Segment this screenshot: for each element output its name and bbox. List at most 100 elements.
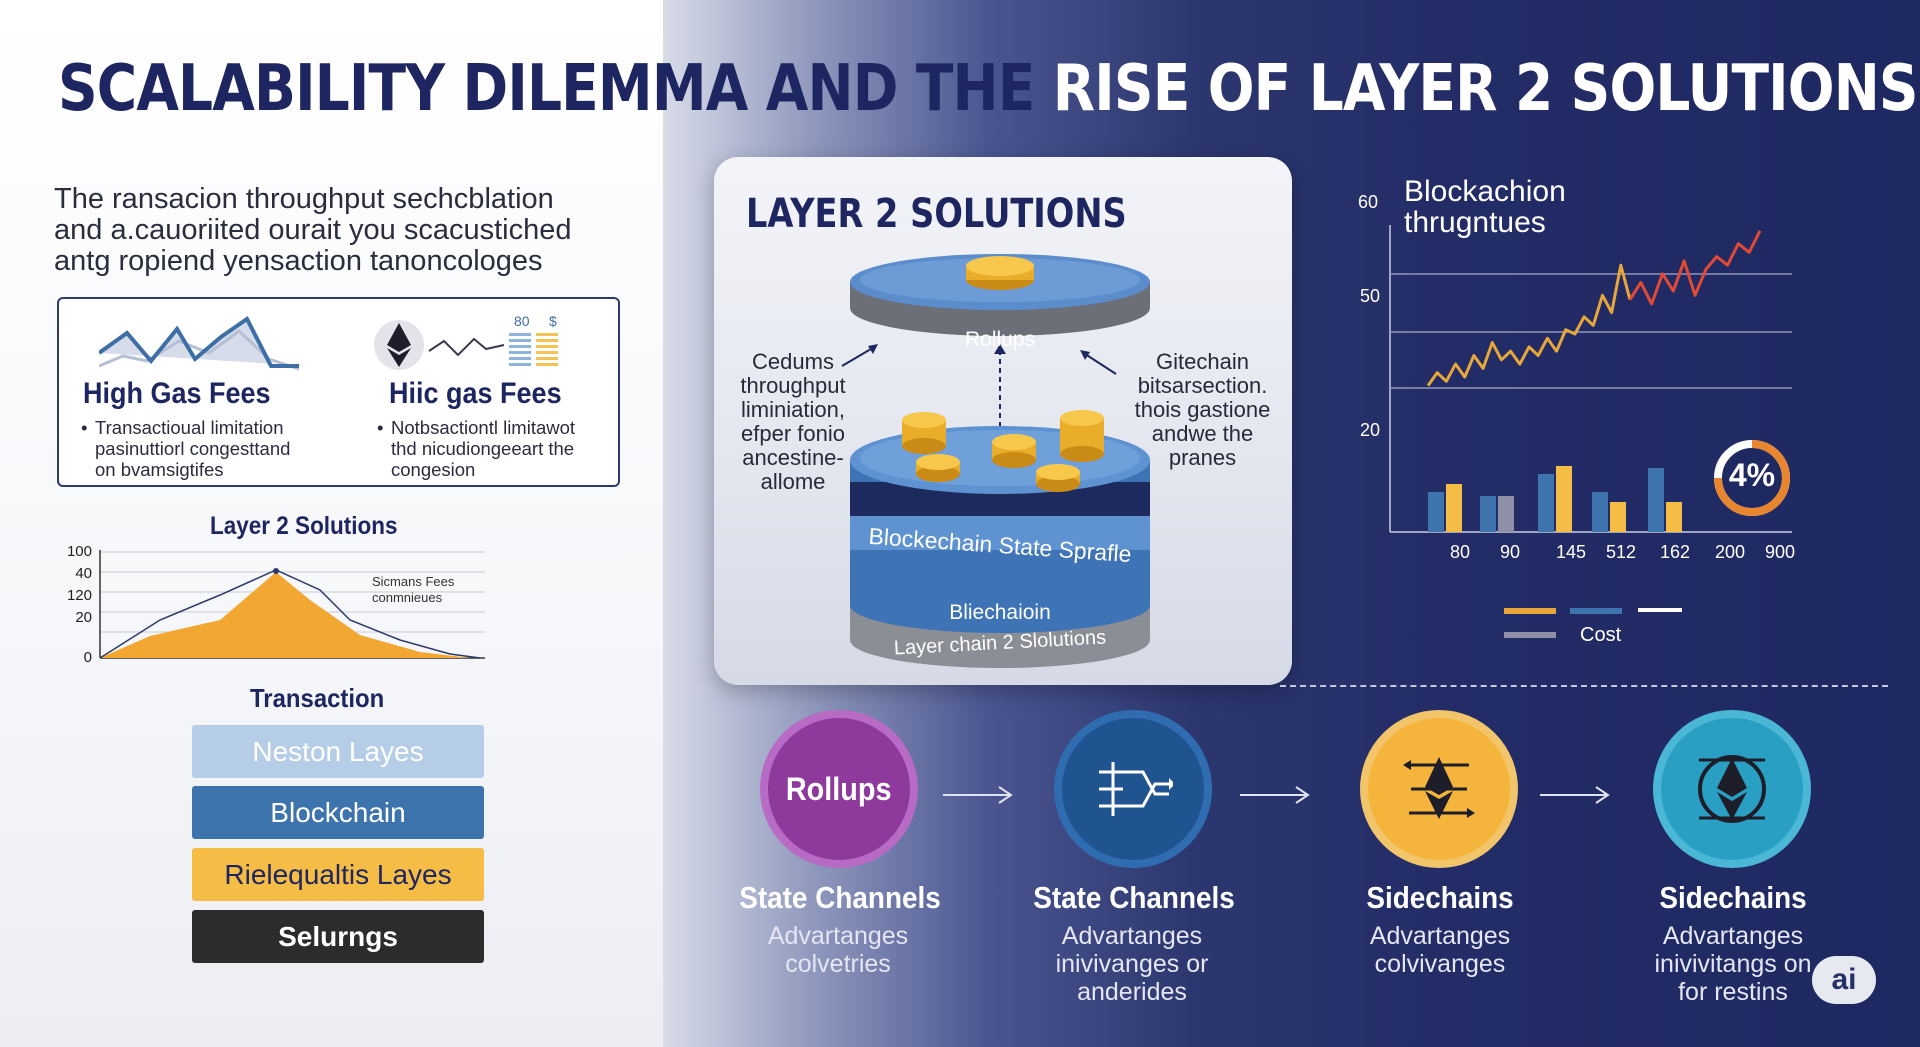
list-item: pasinuttiorl congesttand	[95, 438, 291, 459]
flow-arrow-icon	[1240, 786, 1310, 804]
area-chart-y-ticks: 100 40 120 20 0	[60, 541, 92, 669]
bar	[1610, 502, 1626, 532]
series-line	[1628, 230, 1762, 306]
series-line	[1426, 263, 1632, 387]
intro-text: The ransacion throughput sechcblation an…	[54, 184, 644, 277]
flow-arrow-icon	[943, 786, 1013, 804]
solution-circle-sidechain-a	[1360, 710, 1518, 868]
flow-arrow-icon	[1540, 786, 1610, 804]
fees-small-value: $	[549, 313, 557, 329]
annotation-line: Sicmans Fees	[372, 574, 455, 589]
x-tick: 80	[1450, 542, 1471, 562]
x-tick: 900	[1765, 542, 1796, 562]
bar	[1592, 492, 1608, 532]
circle-label: Rollups	[786, 770, 892, 807]
layer-box: Neston Layes	[192, 725, 484, 778]
list-item: congesion	[391, 459, 476, 480]
annotation-line: conmnieues	[372, 590, 443, 605]
ethereum-icon	[1403, 757, 1475, 819]
list-item: thd nicudiongeeart the	[391, 438, 575, 459]
gauge-label: 4%	[1728, 457, 1776, 493]
legend-swatch	[1638, 608, 1682, 612]
ethereum-icon	[1698, 755, 1766, 823]
lines-group	[1426, 230, 1762, 387]
fees-list-left: •Transactioual limitation pasinuttiorl c…	[81, 417, 290, 480]
list-item: on bvamsigtifes	[95, 459, 224, 480]
panel-title: LAYER 2 SOLUTIONS	[746, 191, 1127, 237]
gauge-arc	[1714, 440, 1790, 516]
title-line: thrugntues	[1404, 206, 1546, 239]
layer-box: Selurngs	[192, 910, 484, 963]
solution-title: State Channels	[739, 880, 941, 915]
solution-title: Sidechains	[1659, 880, 1807, 915]
layer-box: Rielequaltis Layes	[192, 848, 484, 901]
layers-title: Transaction	[250, 683, 385, 713]
x-tick: 145	[1556, 542, 1587, 562]
fees-small-value: 80	[514, 313, 530, 329]
page-title: SCALABILITY DILEMMA AND THE RISE OF LAYE…	[58, 52, 1919, 126]
mid-label: Bliechaioin	[949, 601, 1051, 624]
solution-circle-network	[1054, 710, 1212, 868]
fees-title-left: High Gas Fees	[83, 377, 271, 410]
bar	[1480, 496, 1496, 532]
bar	[1648, 468, 1664, 532]
list-item: •Notbsactiontl limitawot	[377, 417, 576, 438]
chart-legend	[1504, 608, 1682, 638]
fees-line-icon	[99, 316, 309, 371]
bar	[1556, 466, 1572, 532]
bar	[1428, 492, 1444, 532]
area-chart-annotation: Sicmans Fees conmnieues	[372, 574, 454, 606]
y-tick: 60	[1358, 192, 1379, 212]
arrow-icon	[841, 344, 878, 367]
throughput-chart-title: Blockachion thrugntues	[1404, 176, 1566, 238]
bar	[1498, 496, 1514, 532]
x-tick: 90	[1500, 542, 1521, 562]
y-tick: 50	[1360, 286, 1381, 306]
list-item: •Transactioual limitation	[81, 417, 284, 438]
y-tick: 0	[83, 649, 92, 666]
ai-badge: ai	[1812, 956, 1876, 1004]
x-tick: 200	[1715, 542, 1746, 562]
network-icon	[1099, 762, 1173, 816]
bar	[1666, 502, 1682, 532]
legend-label: Cost	[1580, 624, 1622, 646]
legend-swatch	[1504, 632, 1556, 638]
y-tick: 20	[75, 609, 92, 626]
gauge-ring	[1714, 440, 1790, 516]
bar	[1538, 474, 1554, 532]
ethereum-fees-icon	[374, 320, 558, 370]
y-tick: 40	[75, 565, 92, 582]
legend-swatch	[1570, 608, 1622, 614]
arrow-icon	[1080, 350, 1117, 375]
divider	[1280, 685, 1888, 687]
fees-title-right: Hiic gas Fees	[389, 377, 562, 410]
bars-group	[1428, 466, 1682, 532]
y-tick: 20	[1360, 420, 1381, 440]
throughput-chart	[1389, 225, 1792, 533]
solution-title: State Channels	[1033, 880, 1235, 915]
top-disk-label: Rollups	[964, 328, 1036, 351]
title-part-light: RISE OF LAYER 2 SOLUTIONS	[1052, 52, 1919, 126]
layer-stack-diagram	[850, 254, 1150, 668]
area-chart-title: Layer 2 Solutions	[210, 512, 398, 540]
solution-circle-sidechain-b	[1653, 710, 1811, 868]
layer-box: Blockchain	[192, 786, 484, 839]
fees-list-right: •Notbsactiontl limitawot thd nicudiongee…	[377, 417, 575, 480]
y-tick: 100	[66, 543, 92, 560]
intro-line: The ransacion throughput sechcblation	[54, 183, 554, 215]
solution-circle-rollups: Rollups	[760, 710, 918, 868]
intro-line: antg ropiend yensaction tanoncologes	[54, 245, 543, 277]
title-line: Blockachion	[1404, 175, 1566, 208]
x-tick: 162	[1660, 542, 1691, 562]
y-tick: 120	[66, 587, 92, 604]
bar	[1446, 484, 1462, 532]
solution-title: Sidechains	[1366, 880, 1514, 915]
x-tick: 512	[1606, 542, 1637, 562]
area-chart	[99, 550, 485, 659]
